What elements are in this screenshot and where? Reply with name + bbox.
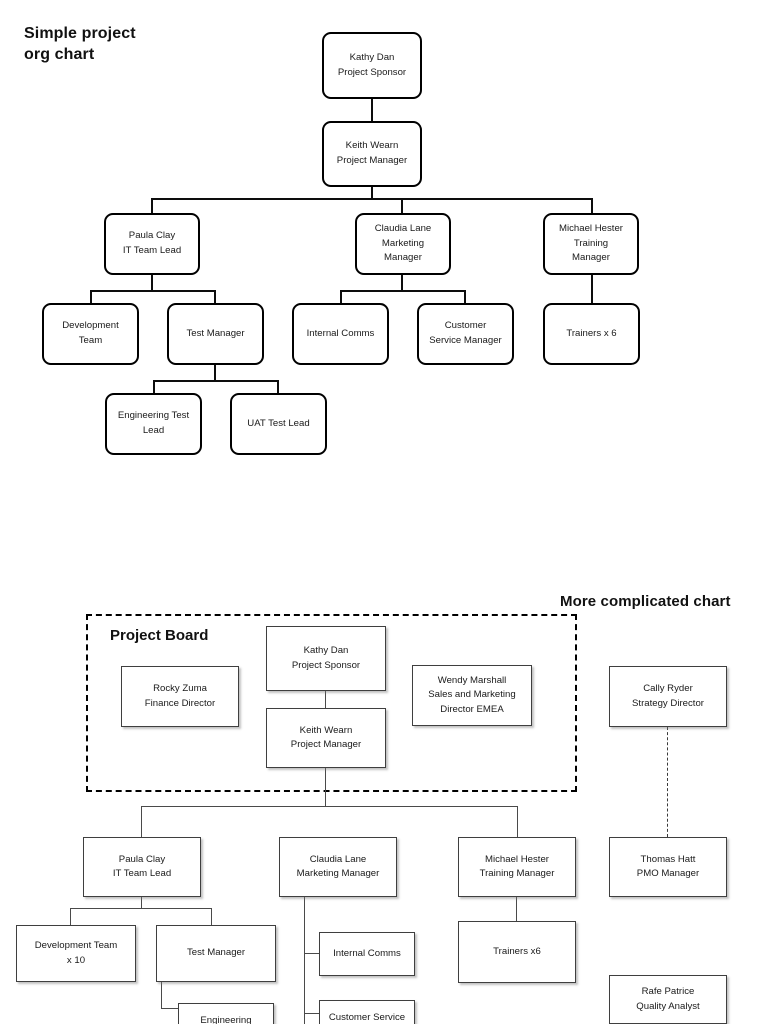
node-claudia-lane-marketing-2[interactable]: Claudia Lane Marketing Manager — [279, 837, 397, 897]
node-kathy-dan-sponsor-2[interactable]: Kathy Dan Project Sponsor — [266, 626, 386, 691]
connector-claudia-elbow-customer-service — [304, 1013, 320, 1015]
node-rafe-patrice-quality[interactable]: Rafe Patrice Quality Analyst — [609, 975, 727, 1024]
group-label-project-board: Project Board — [110, 627, 209, 644]
connector-bus-to-paula-2 — [141, 806, 143, 837]
connector-michael-to-trainers-2 — [516, 897, 518, 922]
connector-bus-to-claudia — [401, 198, 404, 214]
connector-bus-to-michael-2 — [517, 806, 519, 837]
node-rocky-zuma-finance[interactable]: Rocky Zuma Finance Director — [121, 666, 239, 727]
connector-bus-to-testmgr-2 — [211, 908, 213, 926]
connector-cally-to-thomas-dashed — [667, 727, 668, 837]
node-michael-hester-training[interactable]: Michael Hester Training Manager — [543, 213, 639, 275]
connector-bus-to-testmgr — [214, 290, 217, 303]
connector-paula-stem — [151, 275, 154, 292]
page-title-complicated-chart: More complicated chart — [560, 593, 731, 610]
node-uat-test-lead[interactable]: UAT Test Lead — [230, 393, 327, 455]
connector-testmgr-elbow-v — [161, 982, 163, 1009]
connector-bus-to-uat-test-lead — [277, 380, 280, 393]
connector-bus-to-paula — [151, 198, 154, 214]
connector-bus-to-internal-comms — [340, 290, 343, 303]
connector-keith-bus — [152, 198, 593, 201]
node-development-team[interactable]: Development Team — [42, 303, 139, 365]
node-internal-comms[interactable]: Internal Comms — [292, 303, 389, 365]
node-development-team-x10[interactable]: Development Team x 10 — [16, 925, 136, 982]
node-keith-wearn-manager-2[interactable]: Keith Wearn Project Manager — [266, 708, 386, 768]
connector-bus-to-michael — [591, 198, 594, 214]
node-kathy-dan-sponsor[interactable]: Kathy Dan Project Sponsor — [322, 32, 422, 99]
group-frame-project-board — [86, 614, 577, 792]
connector-testmgr-elbow-h — [161, 1008, 179, 1010]
connector-michael-to-trainers — [591, 275, 594, 303]
connector-bus-to-engineering-test-lead — [153, 380, 156, 393]
node-cally-ryder-strategy[interactable]: Cally Ryder Strategy Director — [609, 666, 727, 727]
node-michael-hester-training-2[interactable]: Michael Hester Training Manager — [458, 837, 576, 897]
connector-claudia-stem — [401, 275, 404, 292]
node-customer-service[interactable]: Customer Service — [319, 1000, 415, 1024]
connector-testmgr-bus — [153, 380, 279, 383]
connector-keith-stem-2 — [325, 768, 327, 807]
node-paula-clay-it-lead[interactable]: Paula Clay IT Team Lead — [104, 213, 200, 275]
node-trainers-x6[interactable]: Trainers x 6 — [543, 303, 640, 365]
node-keith-wearn-manager[interactable]: Keith Wearn Project Manager — [322, 121, 422, 187]
node-internal-comms-2[interactable]: Internal Comms — [319, 932, 415, 976]
connector-paula-bus — [90, 290, 216, 293]
connector-paula-bus-2 — [70, 908, 212, 910]
node-customer-service-manager[interactable]: Customer Service Manager — [417, 303, 514, 365]
node-test-manager-2[interactable]: Test Manager — [156, 925, 276, 982]
node-claudia-lane-marketing[interactable]: Claudia Lane Marketing Manager — [355, 213, 451, 275]
connector-kathy-to-keith-2 — [325, 691, 327, 708]
page-title-simple-org-chart: Simple project org chart — [24, 25, 136, 64]
connector-bus-to-devteam — [90, 290, 93, 303]
connector-keith-stem — [371, 187, 374, 200]
node-test-manager[interactable]: Test Manager — [167, 303, 264, 365]
node-engineering-test-lead[interactable]: Engineering Test Lead — [105, 393, 202, 455]
node-engineering[interactable]: Engineering — [178, 1003, 274, 1024]
node-wendy-marshall-sales[interactable]: Wendy Marshall Sales and Marketing Direc… — [412, 665, 532, 726]
connector-bus-to-customer-service — [464, 290, 467, 303]
connector-claudia-elbow-internal-comms — [304, 953, 320, 955]
node-paula-clay-it-lead-2[interactable]: Paula Clay IT Team Lead — [83, 837, 201, 897]
connector-paula-stem-2 — [141, 897, 143, 909]
node-thomas-hatt-pmo[interactable]: Thomas Hatt PMO Manager — [609, 837, 727, 897]
connector-claudia-bus — [340, 290, 466, 293]
connector-keith-bus-2 — [141, 806, 518, 808]
connector-bus-to-devteam-2 — [70, 908, 72, 926]
connector-kathy-to-keith — [371, 99, 374, 128]
connector-testmgr-stem — [214, 365, 217, 382]
node-trainers-x6-2[interactable]: Trainers x6 — [458, 921, 576, 983]
connector-claudia-spine — [304, 897, 306, 1024]
